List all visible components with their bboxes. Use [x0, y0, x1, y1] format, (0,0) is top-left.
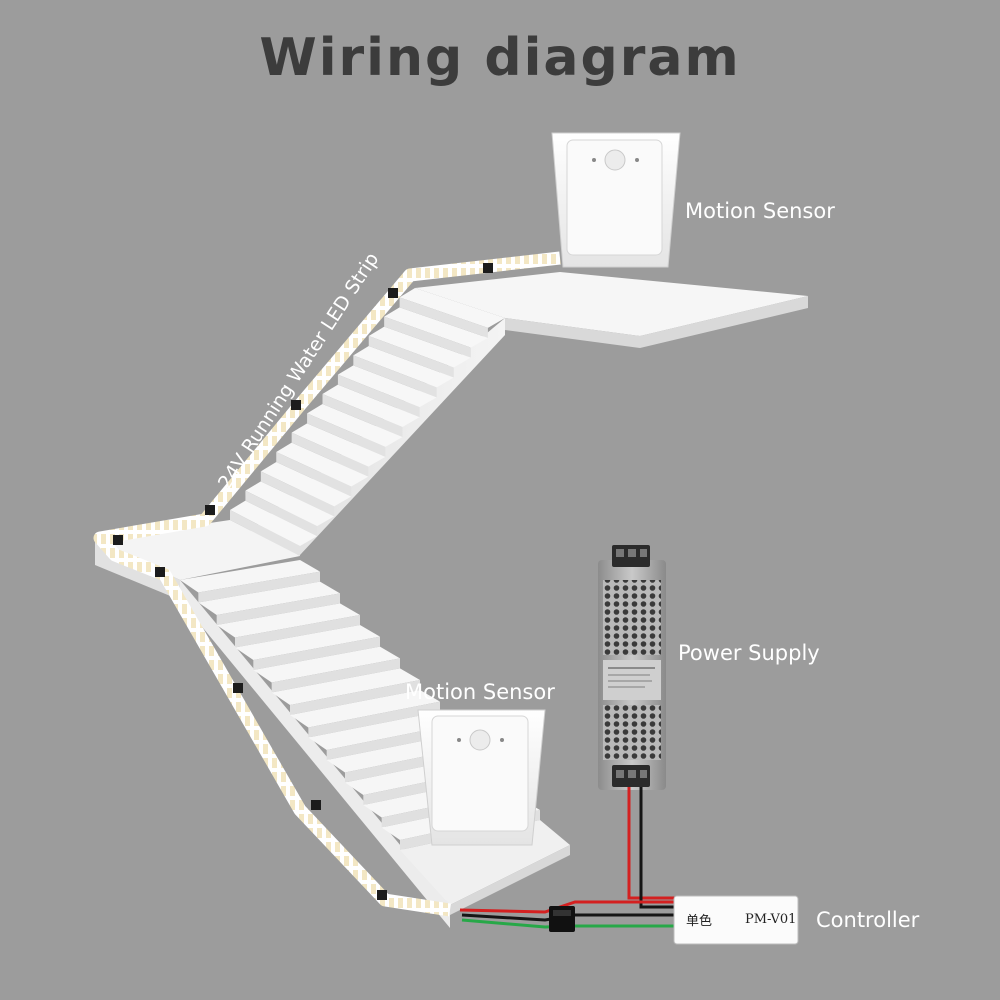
motion-sensor-bottom-label: Motion Sensor [405, 680, 555, 704]
controller-model-text: PM-V01 [745, 912, 797, 927]
led-ic-chip [388, 288, 398, 298]
psu-label-plate [603, 660, 661, 700]
stair-tread [399, 288, 505, 328]
wiring [459, 787, 676, 932]
stair-riser [337, 374, 420, 418]
led-ic-chip [113, 535, 123, 545]
controller-mode-text: 单色 [686, 914, 713, 929]
controller-label: Controller [816, 908, 920, 932]
stair-riser [308, 701, 440, 738]
led-ic-chip [311, 800, 321, 810]
stair-tread [368, 326, 471, 368]
stair-riser [198, 571, 320, 603]
stair-tread [271, 668, 420, 705]
stair-tread [198, 581, 340, 615]
stair-tread [322, 384, 420, 427]
stair-riser [271, 658, 400, 693]
stair-tread [291, 423, 386, 467]
led-ic-chip [155, 567, 165, 577]
stair-tread [290, 690, 440, 728]
pir-lens-top [604, 149, 626, 171]
stair-riser [253, 636, 380, 670]
power-supply [598, 545, 666, 790]
psu-vent-bottom [603, 705, 661, 760]
stair-tread [353, 346, 454, 388]
led-ic-chip [291, 400, 301, 410]
upper-landing-edge [505, 296, 808, 348]
stair-riser [230, 510, 300, 556]
motion-sensor-top-label: Motion Sensor [685, 199, 835, 223]
stair-riser [235, 615, 360, 648]
led-ic-chip [377, 890, 387, 900]
led-strip [93, 251, 561, 917]
pir-lens-bottom [469, 729, 491, 751]
stair-riser [368, 336, 454, 378]
stair-riser [290, 680, 420, 715]
stair-tread [276, 442, 369, 487]
psu-vent-top [603, 580, 661, 655]
led-ic-chip [483, 263, 493, 273]
motion-sensor-bottom [417, 709, 546, 846]
stair-riser [322, 394, 403, 437]
stair-riser [216, 593, 340, 625]
stair-tread [337, 365, 437, 408]
stair-tread [260, 462, 352, 507]
stair-riser [399, 297, 488, 338]
stair-tread [216, 603, 360, 638]
stair-riser [260, 471, 335, 517]
stair-riser [291, 432, 369, 477]
power-supply-label: Power Supply [678, 641, 820, 665]
lower-flight-steps [180, 560, 540, 850]
stair-tread [307, 404, 403, 447]
upper-landing [415, 272, 808, 336]
led-strip-chips [113, 263, 493, 900]
stair-tread [384, 307, 488, 348]
upper-flight-steps [230, 288, 505, 556]
stair-riser [307, 413, 386, 457]
led-ic-chip [205, 505, 215, 515]
motion-sensor-top [551, 132, 681, 268]
lower-flight-wall [180, 580, 450, 928]
stair-tread [180, 560, 320, 593]
led-ic-chip [233, 683, 243, 693]
stair-tread [245, 481, 335, 527]
jst-connector [549, 906, 575, 932]
page-title: Wiring diagram [259, 28, 741, 88]
stair-tread [235, 625, 380, 660]
stair-riser [276, 452, 352, 497]
stair-tread [230, 500, 318, 546]
staircase [95, 272, 808, 928]
stair-tread [253, 646, 400, 683]
stair-riser [245, 490, 318, 537]
bottom-floor-edge [450, 845, 570, 915]
stair-riser [353, 355, 437, 398]
controller-device [673, 895, 799, 945]
stair-riser [384, 316, 471, 358]
